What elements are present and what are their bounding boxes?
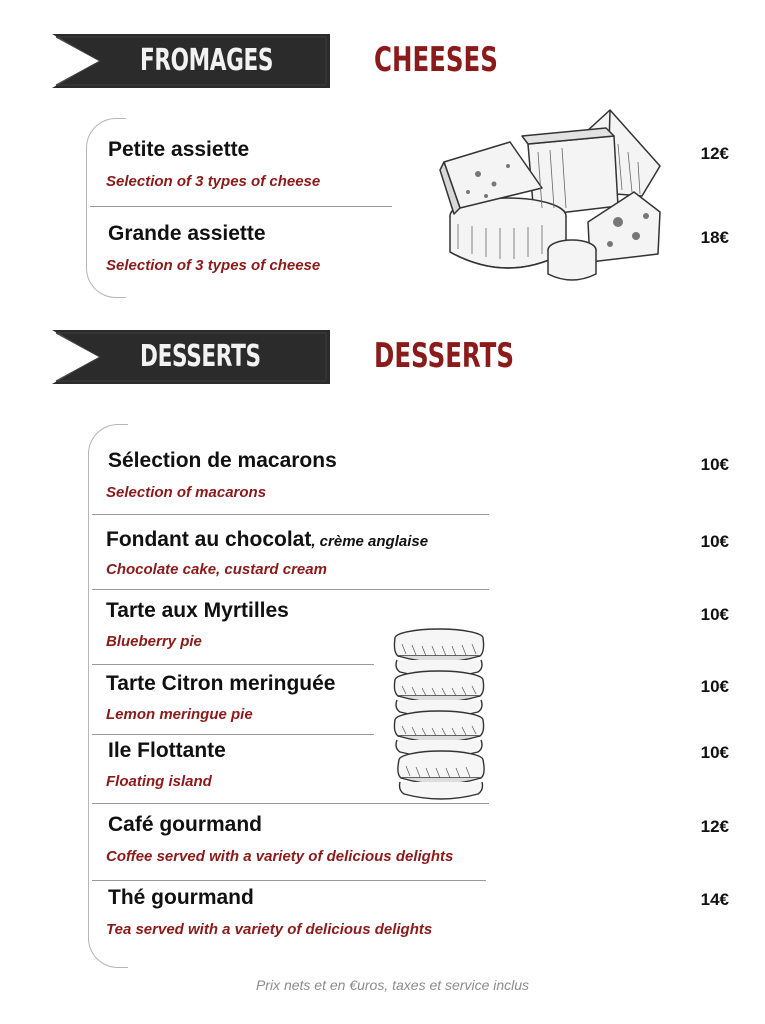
dessert-item-description: Chocolate cake, custard cream [106, 561, 327, 578]
dessert-item-name: Tarte Citron meringuée [106, 672, 336, 695]
separator [92, 734, 374, 735]
dessert-item-name: Café gourmand [108, 813, 263, 836]
desserts-banner: DESSERTS [52, 330, 330, 384]
dessert-item-name: Fondant au chocolat, crème anglaise [106, 528, 428, 552]
cheese-item-description: Selection of 3 types of cheese [106, 257, 321, 274]
dessert-item-price: 10€ [700, 455, 729, 474]
dessert-item-price: 10€ [700, 605, 729, 624]
cheese-item-name: Grande assiette [108, 222, 266, 245]
dessert-item-price: 12€ [700, 817, 729, 836]
dessert-item-description: Tea served with a variety of delicious d… [106, 921, 433, 938]
cheeses-banner-label: FROMAGES [140, 43, 274, 78]
dessert-item-note: , crème anglaise [311, 533, 429, 550]
separator [92, 589, 489, 590]
desserts-banner-label: DESSERTS [140, 339, 261, 374]
cheeses-banner: FROMAGES [52, 34, 330, 88]
dessert-item-name: Ile Flottante [108, 739, 226, 762]
dessert-item-description: Selection of macarons [106, 484, 267, 501]
separator [92, 803, 489, 804]
cheese-item-description: Selection of 3 types of cheese [106, 173, 321, 190]
chalkboard-ribbon-icon [52, 330, 330, 384]
cheese-item-price: 12€ [700, 144, 729, 163]
separator [92, 664, 374, 665]
dessert-item-name-text: Fondant au chocolat [106, 528, 312, 551]
cheese-item-name: Petite assiette [108, 138, 250, 161]
cheese-platter-sketch-icon [439, 109, 661, 281]
separator [92, 514, 489, 515]
separator [90, 206, 392, 207]
separator [92, 880, 486, 881]
dessert-item-description: Coffee served with a variety of deliciou… [106, 848, 454, 865]
dessert-item-name: Sélection de macarons [108, 449, 337, 472]
dessert-item-name: Tarte aux Myrtilles [106, 599, 289, 622]
cheeses-english-title: CHEESES [374, 40, 498, 80]
desserts-english-title: DESSERTS [374, 336, 515, 376]
dessert-item-price: 14€ [700, 890, 729, 909]
dessert-item-price: 10€ [700, 532, 729, 551]
macaron-stack-sketch-icon [393, 628, 485, 800]
dessert-item-description: Lemon meringue pie [106, 706, 253, 723]
dessert-item-name: Thé gourmand [108, 886, 254, 909]
dessert-item-description: Blueberry pie [106, 633, 202, 650]
footer-note: Prix nets et en €uros, taxes et service … [255, 977, 530, 993]
dessert-item-price: 10€ [700, 677, 729, 696]
dessert-item-price: 10€ [700, 743, 729, 762]
chalkboard-ribbon-icon [52, 34, 330, 88]
cheese-item-price: 18€ [700, 228, 729, 247]
dessert-item-description: Floating island [106, 773, 212, 790]
